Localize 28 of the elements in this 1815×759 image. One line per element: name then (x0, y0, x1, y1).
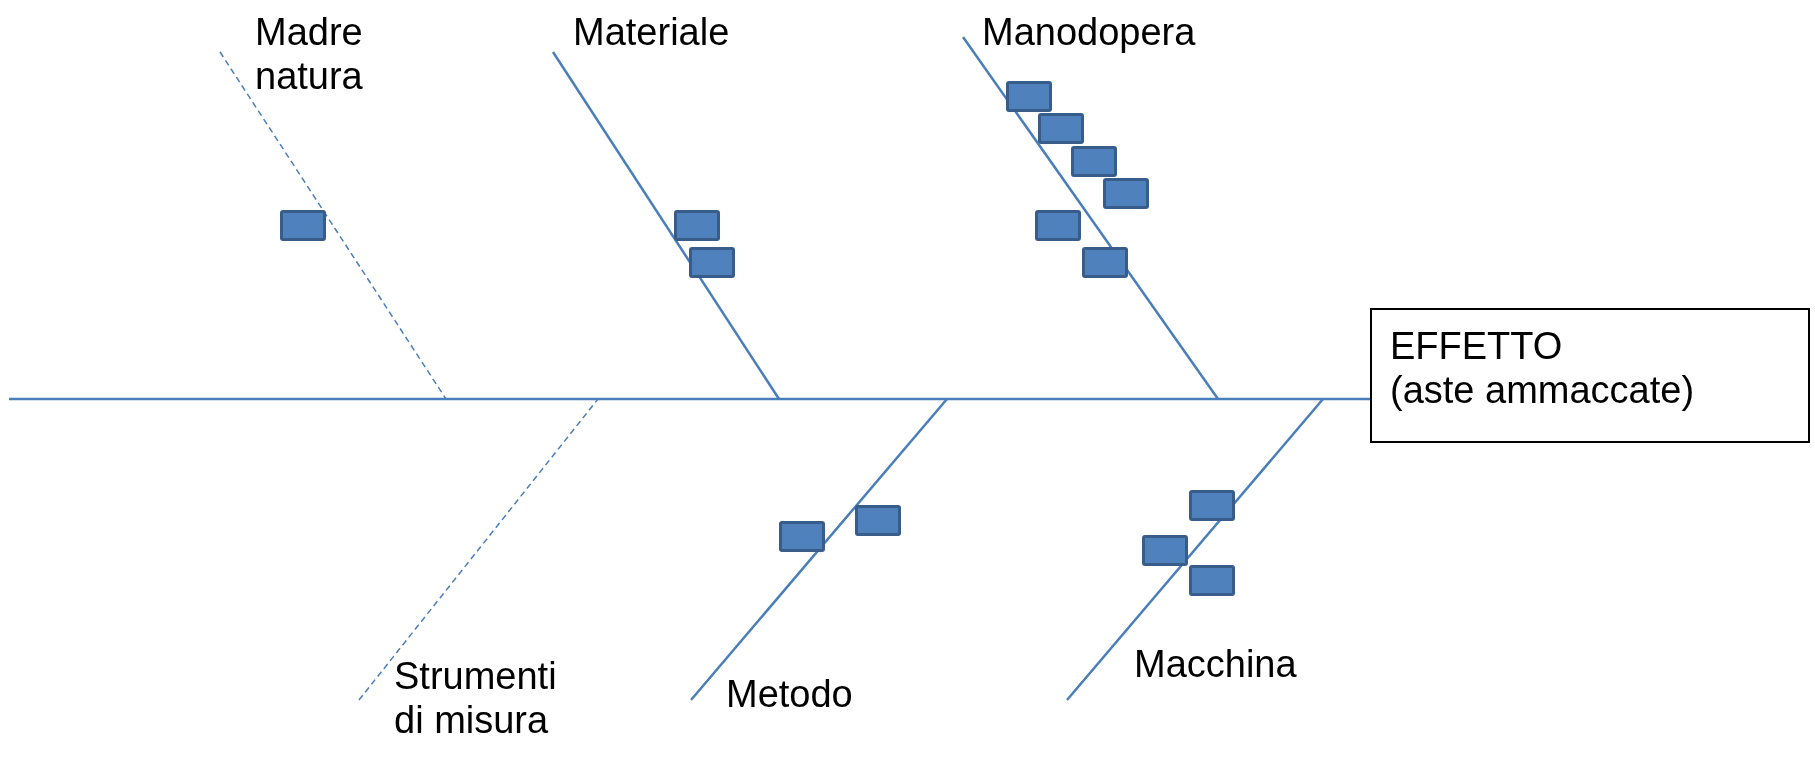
small-cause-box (280, 210, 326, 241)
small-cause-box (689, 247, 735, 278)
spine-line (9, 397, 1370, 401)
small-cause-box (1006, 81, 1052, 112)
small-cause-box (1189, 565, 1235, 596)
category-label: Strumenti di misura (394, 654, 574, 742)
small-cause-box (1038, 113, 1084, 144)
category-label: Metodo (726, 672, 926, 716)
bone-line (1066, 398, 1324, 701)
small-cause-box (1035, 210, 1081, 241)
small-cause-box (1082, 247, 1128, 278)
small-cause-box (674, 210, 720, 241)
small-cause-box (1071, 146, 1117, 177)
category-label: Macchina (1134, 642, 1354, 686)
bone-line (358, 398, 599, 701)
bone-line (690, 398, 948, 701)
small-cause-box (779, 521, 825, 552)
category-label: Manodopera (982, 10, 1242, 54)
category-label: Materiale (573, 10, 793, 54)
category-label: Madre natura (255, 10, 405, 98)
bone-line (551, 51, 781, 400)
bone-line (961, 36, 1220, 400)
effect-box: EFFETTO (aste ammaccate) (1370, 308, 1810, 443)
bone-line (219, 51, 447, 400)
small-cause-box (1142, 535, 1188, 566)
small-cause-box (1103, 178, 1149, 209)
small-cause-box (1189, 490, 1235, 521)
small-cause-box (855, 505, 901, 536)
